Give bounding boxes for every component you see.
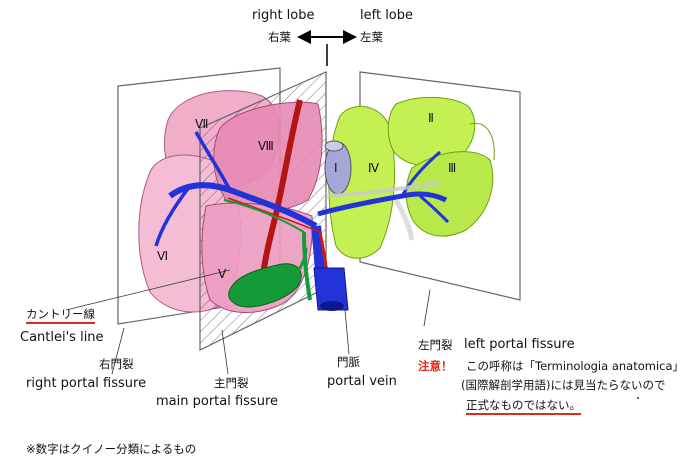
segment-i-label: Ⅰ — [334, 161, 338, 175]
right-fissure-leader — [111, 327, 125, 375]
segment-v-label: Ⅴ — [218, 267, 227, 281]
segment-iv-label: Ⅳ — [368, 161, 380, 175]
common-bile-duct — [302, 231, 312, 301]
portal-branch-vii — [194, 131, 232, 191]
cystic-duct — [294, 247, 308, 275]
segment-iv-shape — [328, 106, 396, 259]
note-line-3: 正式なものではない。 — [466, 399, 581, 415]
segment-iii-label: Ⅲ — [448, 161, 457, 175]
main-portal-fissure-label: main portal fissure — [156, 394, 279, 409]
main-portal-fissure-jp-label: 主門裂 — [214, 376, 249, 390]
segment-ii-label: Ⅱ — [428, 111, 434, 125]
portal-vein-label: portal vein — [327, 374, 397, 389]
portal-vein-leader — [344, 309, 350, 355]
portal-branch-vi — [154, 184, 192, 247]
cantlie-line-jp-label: カントリー線 — [26, 308, 95, 324]
ivc-top — [324, 140, 344, 152]
left-lobe-edge — [469, 122, 495, 161]
portal-vein-opening — [320, 301, 344, 311]
right-portal-branch — [168, 182, 318, 229]
portal-branch-ii — [400, 150, 441, 197]
hepatic-veins — [325, 180, 441, 198]
left-lobe-jp-label: 左葉 — [360, 30, 383, 44]
right-portal-fissure-label: right portal fissure — [26, 376, 147, 391]
note-line-1: この呼称は「Terminologia anatomica」 — [466, 359, 685, 373]
left-portal-branch — [317, 191, 448, 217]
left-portal-fissure-label: left portal fissure — [464, 337, 575, 352]
segment-viii-label: Ⅷ — [258, 139, 274, 153]
portal-vein-main — [313, 267, 349, 311]
right-lobe-jp-label: 右葉 — [268, 30, 291, 44]
hepatic-artery-right — [227, 197, 321, 233]
right-portal-fissure-jp-label: 右門裂 — [99, 357, 134, 371]
left-lobe-label: left lobe — [360, 8, 414, 23]
note-line-2: (国際解剖学用語)には見当たらないので — [461, 378, 666, 392]
segment-vi-label: Ⅵ — [157, 249, 169, 263]
portal-branch-iii — [419, 194, 450, 224]
footnote: ※数字はクイノー分類によるもの — [26, 442, 197, 456]
segment-iii-shape — [405, 151, 494, 237]
left-portal-fissure-jp-label: 左門裂 — [418, 338, 453, 352]
main-fissure-leader — [221, 329, 229, 375]
cantlie-leader — [65, 269, 231, 311]
cantlie-line-label: Cantlei's line — [20, 330, 104, 345]
left-fissure-leader — [423, 289, 431, 327]
warning-label: 注意！ — [418, 359, 453, 373]
segment-vii-label: Ⅶ — [195, 117, 209, 131]
right-lobe-label: right lobe — [252, 8, 315, 23]
bile-duct-branches — [223, 199, 305, 233]
portal-vein-jp-label: 門脈 — [337, 355, 360, 369]
gallbladder — [228, 263, 302, 308]
stray-dot — [637, 397, 639, 399]
hepatic-vein-left-branch — [393, 198, 415, 241]
